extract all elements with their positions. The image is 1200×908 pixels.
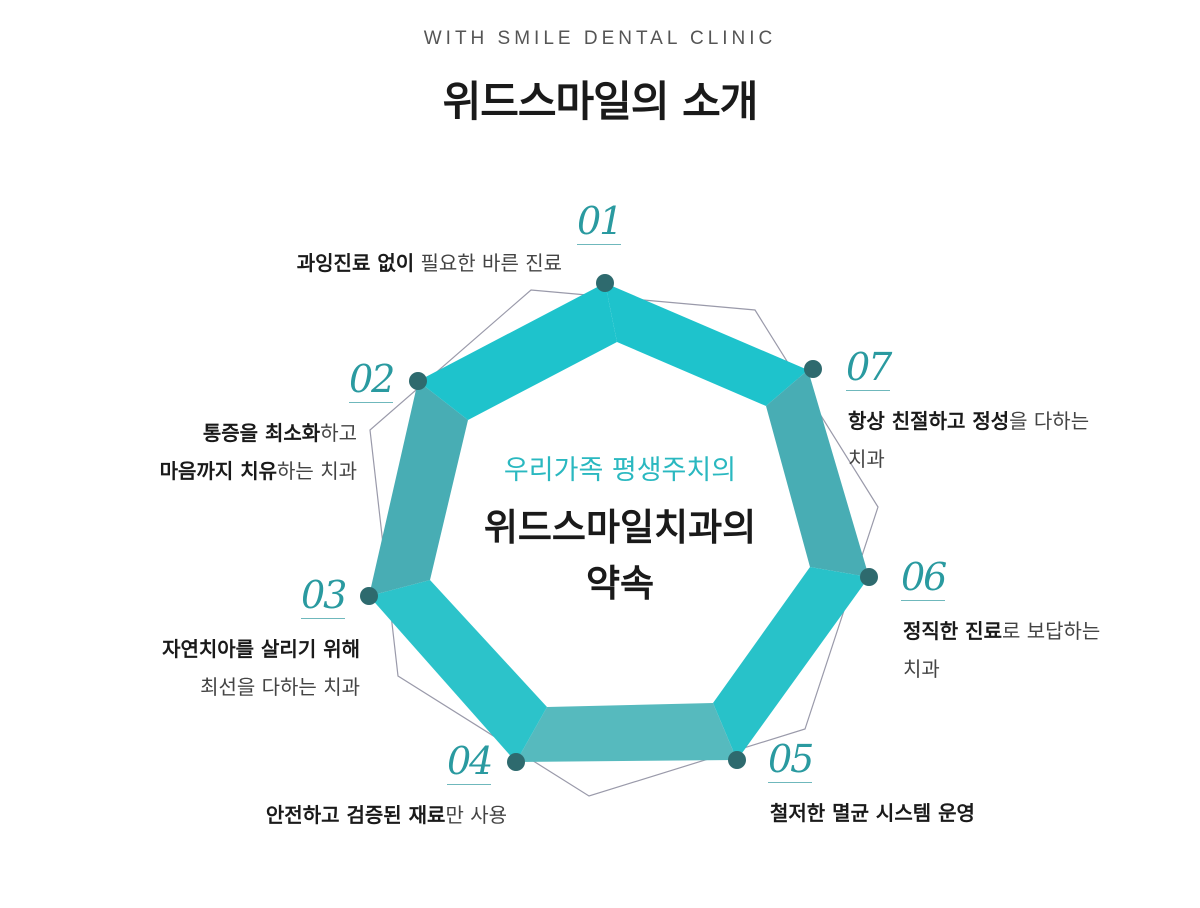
promise-number-05: 05 <box>768 737 814 783</box>
band-segment-03-02 <box>369 381 468 596</box>
promise-07-line2: 치과 <box>848 440 1089 478</box>
promise-04-text: 만 사용 <box>445 803 507 827</box>
center-title-line2: 약속 <box>585 562 655 605</box>
outline-heptagon <box>369 289 879 797</box>
band-segment-01-07 <box>605 283 808 406</box>
center-subtitle: 우리가족 평생주치의 <box>503 455 737 486</box>
vertex-dot-05 <box>728 751 746 769</box>
promise-07-text2: 치과 <box>848 447 885 471</box>
promise-06-text1: 로 보답하는 <box>1001 619 1101 643</box>
promise-05-bold: 철저한 멸균 시스템 운영 <box>770 801 975 825</box>
promise-07-bold1: 항상 친절하고 정성 <box>848 409 1010 433</box>
band-segment-02-01 <box>418 283 617 420</box>
promise-04-bold: 안전하고 검증된 재료 <box>265 803 446 827</box>
promise-text-04: 안전하고 검증된 재료만 사용 <box>266 796 507 834</box>
band-segment-07-06 <box>766 370 869 577</box>
promise-06-line1: 정직한 진료로 보답하는 <box>903 612 1100 650</box>
promise-02-bold2: 마음까지 치유 <box>159 459 278 483</box>
promise-text-03: 자연치아를 살리기 위해 최선을 다하는 치과 <box>162 630 360 706</box>
promise-number-04: 04 <box>447 739 493 785</box>
promise-01-text: 필요한 바른 진료 <box>414 251 562 275</box>
promise-06-bold1: 정직한 진료 <box>903 619 1002 643</box>
vertex-dot-04 <box>507 753 525 771</box>
promise-06-text2: 치과 <box>903 657 940 681</box>
promise-03-line2: 최선을 다하는 치과 <box>162 668 360 706</box>
vertex-dot-01 <box>596 274 614 292</box>
band-segment-06-05 <box>713 567 869 760</box>
promise-03-bold1: 자연치아를 살리기 위해 <box>162 637 360 661</box>
promise-02-text2: 하는 치과 <box>277 459 357 483</box>
promise-03-line1: 자연치아를 살리기 위해 <box>162 630 360 668</box>
promise-02-line1: 통증을 최소화하고 <box>160 414 357 452</box>
promise-02-bold1: 통증을 최소화 <box>202 421 321 445</box>
promise-text-07: 항상 친절하고 정성을 다하는 치과 <box>848 402 1089 478</box>
page-title: 위드스마일의 소개 <box>442 77 759 126</box>
promise-01-bold: 과잉진료 없이 <box>296 251 415 275</box>
promise-text-01: 과잉진료 없이 필요한 바른 진료 <box>297 244 562 282</box>
band-segment-05-04 <box>516 703 737 762</box>
clinic-subtitle: WITH SMILE DENTAL CLINIC <box>423 28 777 49</box>
promise-02-text1: 하고 <box>320 421 357 445</box>
promise-number-02: 02 <box>349 357 395 403</box>
center-title: 위드스마일치과의 약속 <box>400 500 840 612</box>
promise-text-05: 철저한 멸균 시스템 운영 <box>770 794 975 832</box>
band-segment-04-03 <box>369 580 547 762</box>
promise-number-07: 07 <box>846 345 892 391</box>
center-title-line1: 위드스마일치과의 <box>483 506 757 549</box>
promise-06-line2: 치과 <box>903 650 1100 688</box>
promise-number-03: 03 <box>301 573 347 619</box>
promise-07-line1: 항상 친절하고 정성을 다하는 <box>848 402 1089 440</box>
promise-03-text2: 최선을 다하는 치과 <box>200 675 360 699</box>
promise-text-06: 정직한 진료로 보답하는 치과 <box>903 612 1100 688</box>
vertex-dot-06 <box>860 568 878 586</box>
promise-02-line2: 마음까지 치유하는 치과 <box>160 452 357 490</box>
promise-07-text1: 을 다하는 <box>1009 409 1090 433</box>
promise-number-01: 01 <box>577 199 623 245</box>
vertex-dot-07 <box>804 360 822 378</box>
vertex-dot-02 <box>409 372 427 390</box>
promise-number-06: 06 <box>901 555 947 601</box>
vertex-dot-03 <box>360 587 378 605</box>
promise-text-02: 통증을 최소화하고 마음까지 치유하는 치과 <box>160 414 357 490</box>
